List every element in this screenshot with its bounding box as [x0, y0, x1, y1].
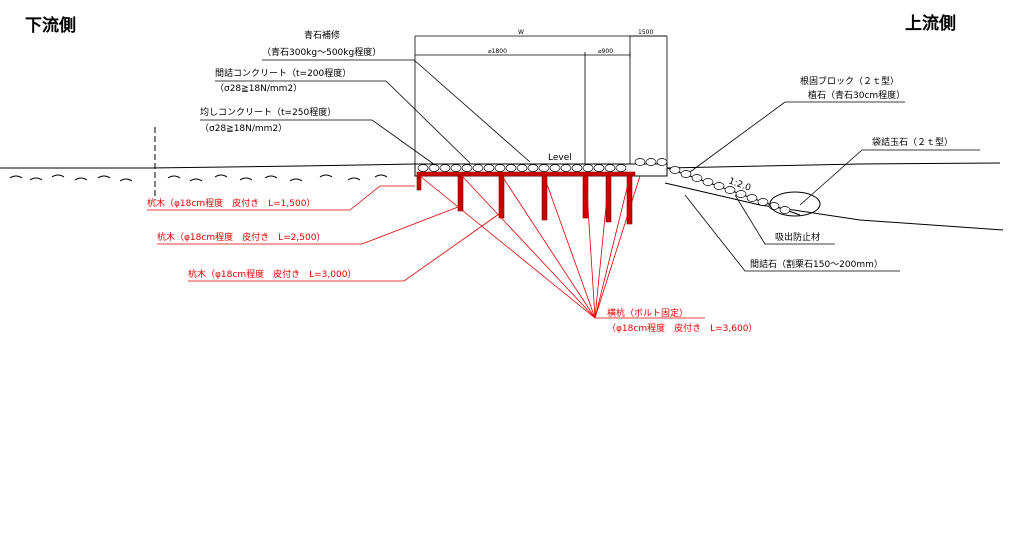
- dim-900: ⌀900: [598, 48, 613, 55]
- pile2-label: 杭木（φ18cm程度 皮付き L=2,500）: [157, 231, 325, 243]
- right-annotations: 根固ブロック（２ｔ型） 植石（青石30cm程度） 袋詰玉石（２ｔ型） 吸出防止材…: [684, 75, 980, 272]
- pile-l2500: [457, 175, 464, 212]
- yokokui-leaders: [419, 175, 705, 319]
- ground-lines: [0, 127, 1004, 231]
- pile-c: [605, 175, 612, 223]
- pile-b: [582, 175, 589, 219]
- fukuro-label: 袋詰玉石（２ｔ型）: [872, 136, 953, 148]
- aoishi-spec: （青石300kg～500kg程度）: [262, 46, 381, 58]
- narashi-spec: （σ28≧18N/mm2）: [200, 123, 287, 134]
- aoishi-title: 青石補修: [304, 29, 340, 41]
- dimension-lines: W ⌀1800 ⌀900 1500: [414, 29, 668, 168]
- dim-w: W: [518, 29, 524, 36]
- top-stones: [417, 158, 668, 172]
- level-label: Level: [548, 153, 572, 163]
- downstream-title: 下流側: [25, 15, 76, 36]
- timber-piles: [416, 171, 636, 225]
- yokokui-title: 横杭（ボルト固定）: [607, 307, 688, 319]
- kyushutsu-label: 吸出防止材: [775, 231, 820, 243]
- horizontal-beam: [416, 171, 636, 177]
- pile-a: [541, 175, 548, 221]
- pile3-label: 杭木（φ18cm程度 皮付き L=3,000）: [188, 268, 356, 280]
- narashi-title: 均しコンクリート（t=250程度）: [200, 106, 336, 118]
- pile1-label: 杭木（φ18cm程度 皮付き L=1,500）: [147, 197, 315, 209]
- negatame-spec: 植石（青石30cm程度）: [808, 89, 905, 101]
- mazume-spec: （σ28≧18N/mm2）: [215, 83, 302, 94]
- red-annotations: 杭木（φ18cm程度 皮付き L=1,500） 杭木（φ18cm程度 皮付き L…: [147, 175, 757, 334]
- dim-1500: 1500: [638, 29, 653, 36]
- left-annotations: 青石補修 （青石300kg～500kg程度） 間詰コンクリート（t=200程度）…: [200, 29, 531, 166]
- mazume-title: 間詰コンクリート（t=200程度）: [215, 67, 351, 79]
- bagged-stone: [769, 191, 821, 217]
- upstream-title: 上流側: [905, 13, 956, 34]
- weir-body: Level: [414, 153, 668, 177]
- pile-l1500-a: [416, 175, 422, 191]
- dim-1800: ⌀1800: [488, 48, 507, 55]
- yokokui-spec: （φ18cm程度 皮付き L=3,600）: [607, 322, 757, 334]
- pile-d: [626, 175, 633, 225]
- pile-l3000: [498, 175, 505, 219]
- mazumeishi-label: 間詰石（割栗石150～200mm）: [750, 258, 883, 270]
- negatame-title: 根固ブロック（２ｔ型）: [800, 75, 899, 87]
